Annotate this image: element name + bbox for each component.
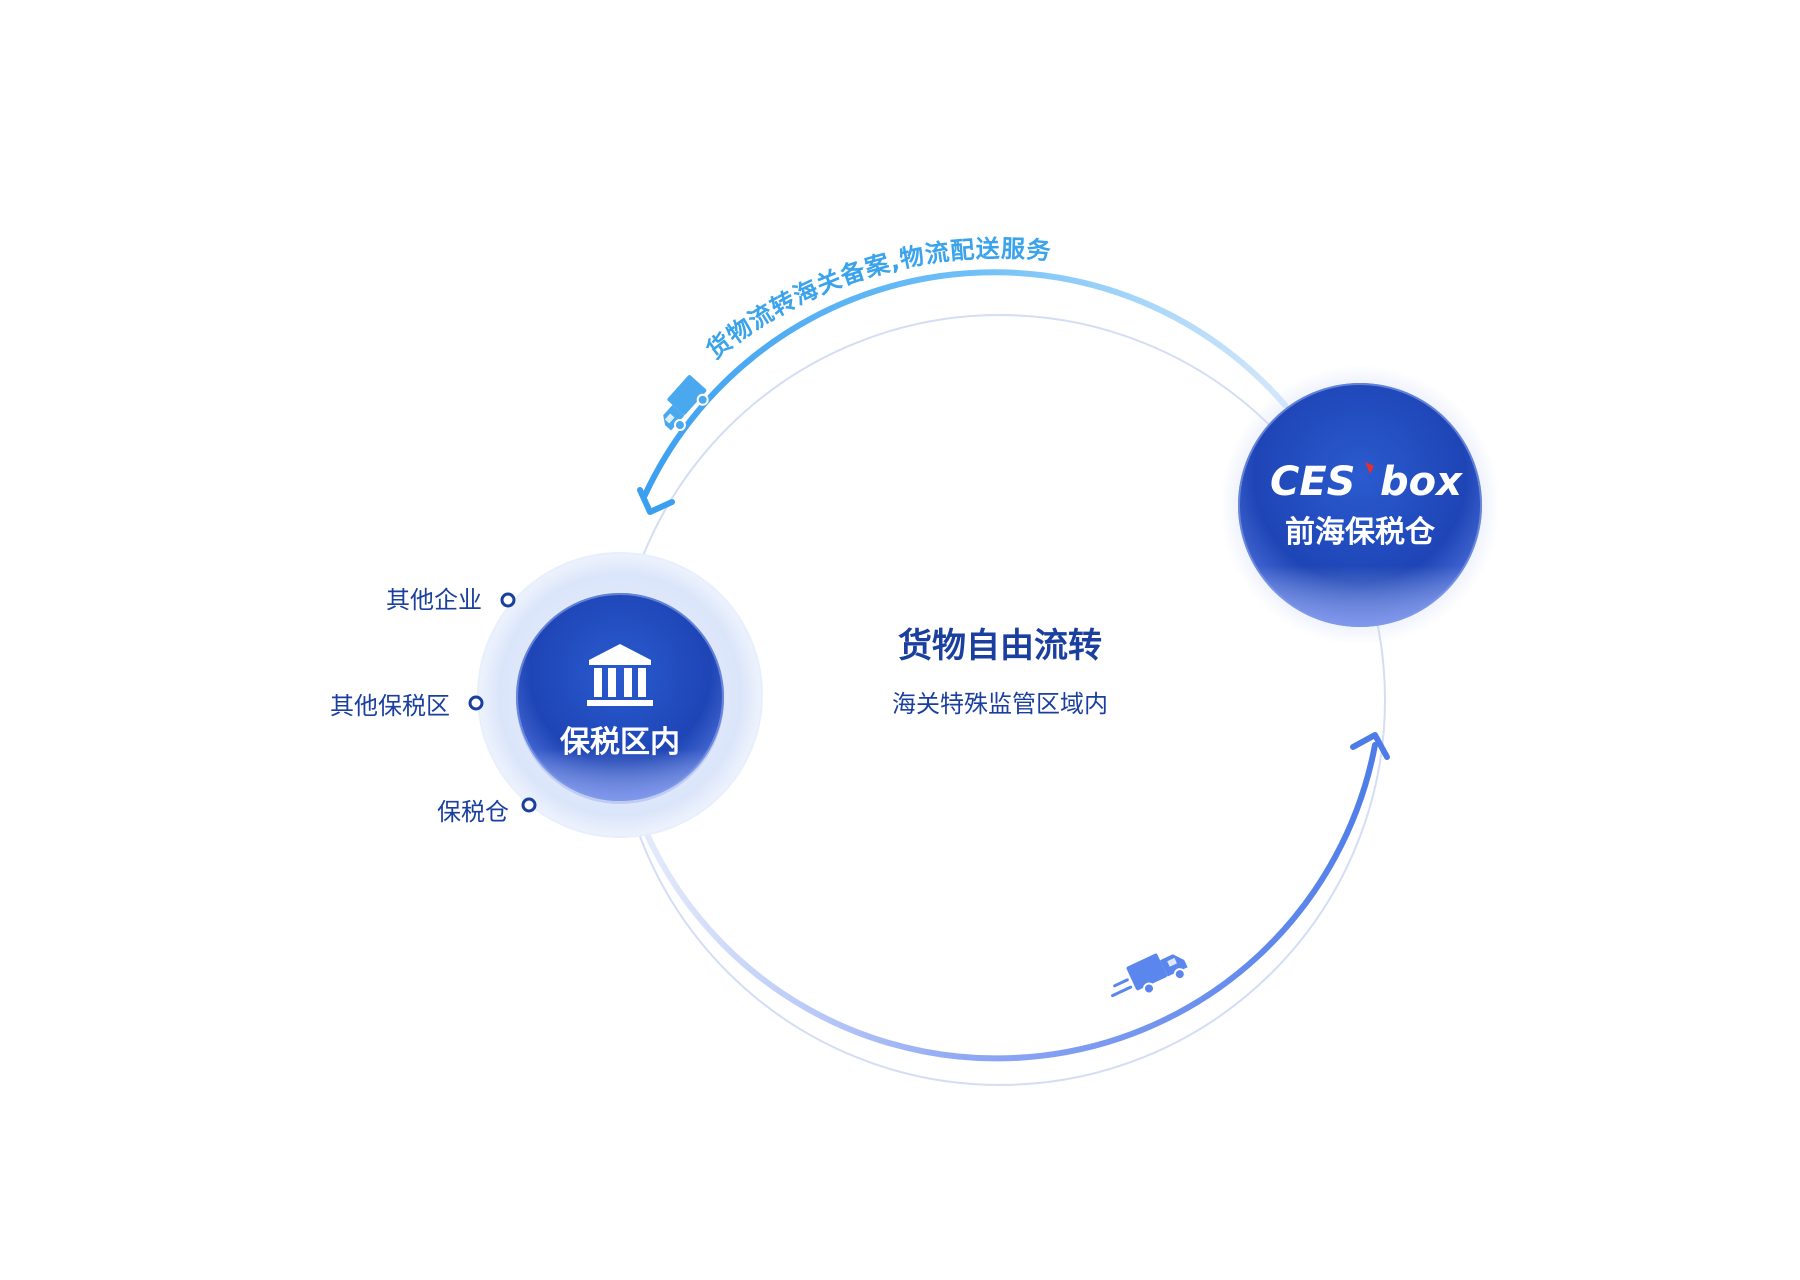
truck-icon bbox=[663, 375, 709, 432]
right-node-label: 前海保税仓 bbox=[1285, 515, 1436, 550]
center-title: 货物自由流转 bbox=[898, 626, 1102, 666]
svg-text:货物流转海关备案,物流配送服务: 货物流转海关备案,物流配送服务 bbox=[701, 235, 1052, 365]
left-item-dot bbox=[468, 695, 484, 711]
cesbox-logo: CES box bbox=[1270, 459, 1463, 505]
logo-box-text: box bbox=[1380, 459, 1463, 505]
top-arc-label: 货物流转海关备案,物流配送服务 bbox=[701, 235, 1051, 365]
left-item-dot bbox=[500, 592, 516, 608]
top-arrowhead bbox=[637, 487, 675, 515]
bottom-flow-arc bbox=[642, 742, 1378, 1062]
top-flow-arc bbox=[642, 269, 1288, 498]
left-item-dot bbox=[521, 797, 537, 813]
center-subtitle: 海关特殊监管区域内 bbox=[892, 690, 1108, 718]
bottom-arrowhead bbox=[1350, 732, 1390, 760]
left-item-label: 保税仓 bbox=[437, 798, 509, 826]
bank-icon bbox=[587, 644, 653, 706]
logo-ces-text: CES bbox=[1270, 459, 1356, 505]
truck-moving-icon bbox=[1111, 953, 1188, 998]
left-node-label: 保税区内 bbox=[560, 725, 680, 760]
left-node bbox=[516, 593, 724, 804]
right-node bbox=[1238, 383, 1482, 627]
left-item-label: 其他保税区 bbox=[330, 692, 450, 720]
logo-red-mark bbox=[1365, 462, 1374, 474]
left-item-label: 其他企业 bbox=[386, 586, 482, 614]
